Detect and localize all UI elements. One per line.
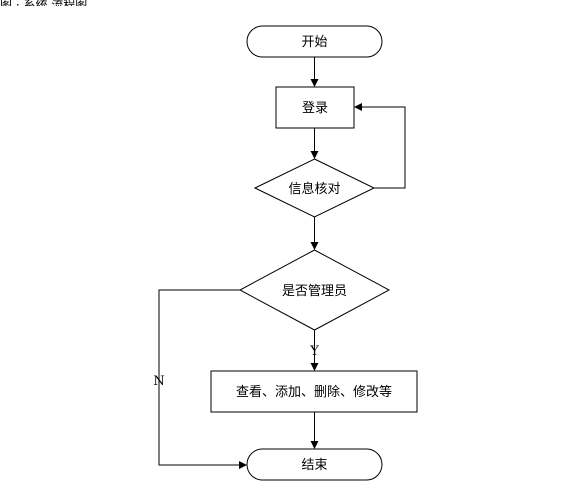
no-label: N <box>153 374 164 389</box>
verify-label: 信息核对 <box>288 181 340 197</box>
operations-node: 查看、添加、删除、修改等 <box>210 370 418 413</box>
edge-verify-login-loop <box>354 103 406 189</box>
start-node: 开始 <box>246 25 383 58</box>
verify-node: 信息核对 <box>253 158 376 218</box>
end-label: 结束 <box>301 458 327 473</box>
is-admin-node: 是否管理员 <box>238 249 391 331</box>
operations-label: 查看、添加、删除、修改等 <box>236 384 392 400</box>
start-label: 开始 <box>301 35 327 50</box>
login-node: 登录 <box>275 86 355 129</box>
edge-admin-end-no <box>158 289 247 469</box>
end-node: 结束 <box>246 448 383 481</box>
top-caption-fragment: 图 · 系统 流程图 <box>0 0 87 6</box>
yes-label: Y <box>309 344 319 359</box>
login-label: 登录 <box>302 101 328 116</box>
is-admin-label: 是否管理员 <box>282 284 347 299</box>
